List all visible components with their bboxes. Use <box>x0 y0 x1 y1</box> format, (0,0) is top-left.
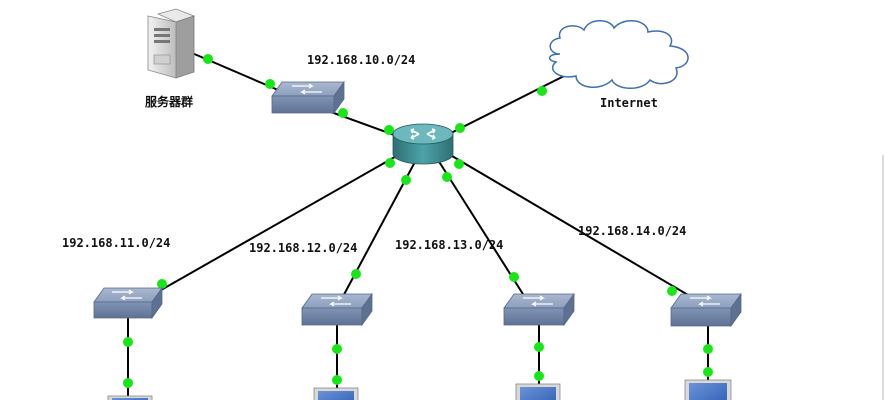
status-dot <box>123 337 133 347</box>
switch-12-label: 192.168.12.0/24 <box>249 241 357 255</box>
status-dot <box>265 79 275 89</box>
status-dot <box>534 342 544 352</box>
switch-top-icon[interactable] <box>271 80 345 115</box>
status-dot <box>338 108 348 118</box>
status-dot <box>203 54 213 64</box>
status-dot <box>384 125 394 135</box>
pc-1-icon[interactable] <box>107 395 153 400</box>
pc-3-icon[interactable] <box>515 383 561 400</box>
status-dot <box>332 375 342 385</box>
status-dot <box>442 172 452 182</box>
link-status-dots <box>123 54 713 388</box>
pc-2-icon[interactable] <box>313 387 359 400</box>
status-dot <box>537 86 547 96</box>
status-dot <box>455 123 465 133</box>
server-label: 服务器群 <box>145 94 193 109</box>
status-dot <box>123 378 133 388</box>
switch-12-icon[interactable] <box>301 292 373 327</box>
pc-4-icon[interactable] <box>684 379 732 400</box>
link-router-sw14 <box>451 155 701 303</box>
status-dot <box>454 159 464 169</box>
cloud-icon[interactable] <box>548 20 689 89</box>
router-icon[interactable] <box>392 123 454 165</box>
link-server-switch <box>184 49 293 97</box>
status-dot <box>332 344 342 354</box>
status-dot <box>703 367 713 377</box>
link-router-sw11 <box>139 153 401 303</box>
status-dot <box>703 344 713 354</box>
switch-11-label: 192.168.11.0/24 <box>62 236 170 250</box>
switch-14-label: 192.168.14.0/24 <box>578 224 686 238</box>
cloud-label: Internet <box>600 96 658 110</box>
status-dot <box>385 158 395 168</box>
status-dot <box>351 269 361 279</box>
status-dot <box>534 371 544 381</box>
status-dot <box>157 279 167 289</box>
switch-14-icon[interactable] <box>670 292 742 328</box>
link-router-cloud <box>444 73 569 137</box>
switch-11-icon[interactable] <box>93 286 163 320</box>
status-dot <box>401 175 411 185</box>
status-dot <box>509 272 519 282</box>
switch-13-icon[interactable] <box>503 292 575 327</box>
switch-13-label: 192.168.13.0/24 <box>395 238 503 252</box>
status-dot <box>667 286 677 296</box>
server-icon[interactable] <box>147 8 196 79</box>
switch-top-label: 192.168.10.0/24 <box>307 53 415 67</box>
